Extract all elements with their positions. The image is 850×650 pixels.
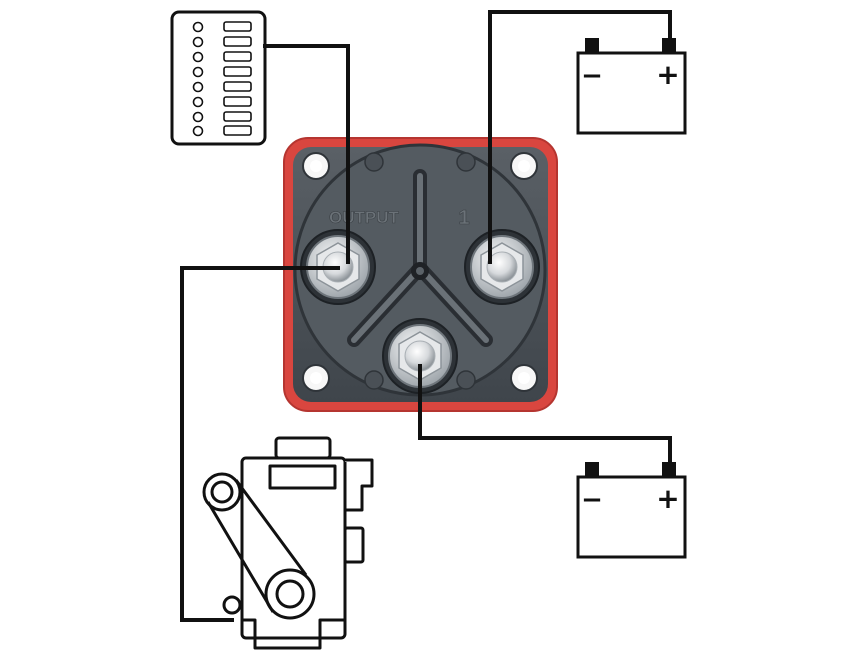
bus-bar xyxy=(347,169,493,347)
corner-screw-icon xyxy=(510,152,538,180)
label-output: OUTPUT xyxy=(329,208,400,227)
rim-bump xyxy=(364,152,384,172)
corner-screw-icon xyxy=(302,364,330,392)
battery-switch: OUTPUT 1 xyxy=(283,137,558,412)
battery-icon: − + xyxy=(576,38,687,135)
wire-output-to-engine xyxy=(180,266,340,622)
label-one: 1 xyxy=(458,207,469,229)
distribution-panel-icon xyxy=(170,10,267,146)
battery-icon: − + xyxy=(576,462,687,559)
rim-bump xyxy=(456,152,476,172)
battery-positive-label: + xyxy=(656,482,679,515)
battery-negative-label: − xyxy=(581,485,603,515)
wires xyxy=(180,10,672,622)
rim-bump xyxy=(364,370,384,390)
engine-alternator-icon xyxy=(202,436,374,650)
wire-terminal1-to-battery1 xyxy=(488,10,672,264)
wire-terminal2-to-battery2 xyxy=(418,364,672,464)
rim-bump xyxy=(456,370,476,390)
wire-panel-to-output xyxy=(263,44,350,264)
terminal-one xyxy=(464,229,540,305)
corner-screw-icon xyxy=(510,364,538,392)
battery-negative-label: − xyxy=(581,61,603,91)
terminal-two xyxy=(382,318,458,394)
corner-screw-icon xyxy=(302,152,330,180)
battery-positive-label: + xyxy=(656,58,679,91)
